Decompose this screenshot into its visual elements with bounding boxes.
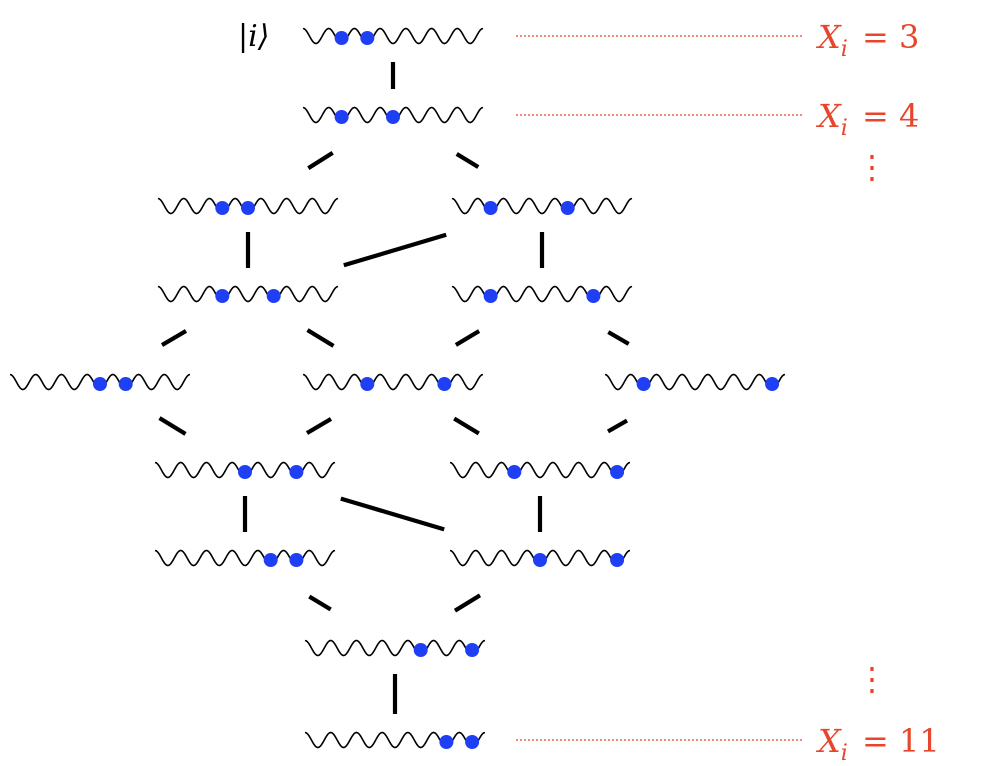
chain-s8: [302, 373, 484, 391]
chain-s11: [449, 461, 631, 479]
particle-s11-site-6: [610, 465, 625, 479]
state-s7: [9, 373, 191, 391]
particle-s2-site-1: [334, 110, 349, 124]
chain-s12: [154, 549, 336, 567]
link-s10-s13: [340, 496, 445, 532]
link-s5-s8: [306, 328, 335, 348]
state-s12: [154, 549, 336, 567]
link-s2-s4: [455, 152, 480, 169]
state-s11: [449, 461, 631, 479]
state-s4: [451, 197, 633, 215]
particle-s15-site-5: [439, 735, 454, 749]
ellipsis-0: ⋮: [856, 148, 888, 186]
particle-s10-site-5: [289, 465, 304, 479]
particle-s5-site-4: [266, 289, 281, 303]
link-s8-s10: [305, 417, 333, 435]
particle-s11-site-2: [507, 465, 522, 479]
particle-s3-site-2: [215, 201, 230, 215]
links-layer: [158, 62, 630, 714]
particle-s13-site-3: [533, 553, 547, 567]
particle-s9-site-1: [636, 377, 651, 391]
state-s1: [302, 27, 484, 45]
state-s3: [157, 197, 339, 215]
state-s13: [449, 549, 631, 567]
particle-s14-site-4: [413, 643, 428, 657]
chain-s9: [604, 373, 786, 391]
particle-s15-site-6: [465, 735, 480, 749]
link-s9-s11: [606, 418, 629, 434]
particle-s5-site-2: [215, 289, 230, 303]
particle-s12-site-5: [289, 553, 304, 567]
link-s12-s14: [308, 594, 332, 612]
particle-s1-site-1: [334, 31, 349, 45]
particle-s1-site-2: [360, 31, 375, 45]
states-layer: [9, 27, 786, 749]
particle-s4-site-1: [483, 201, 498, 215]
chain-s5: [157, 285, 339, 303]
level-label-1: Xi = 4: [815, 97, 919, 141]
particle-s4-site-4: [560, 201, 575, 215]
ellipsis-1: ⋮: [856, 660, 888, 698]
particle-s3-site-3: [241, 201, 255, 215]
state-s5: [157, 285, 339, 303]
state-s2: [302, 106, 484, 124]
particle-s6-site-5: [586, 289, 601, 303]
link-s4-s5: [343, 232, 447, 268]
particle-s8-site-2: [360, 377, 375, 391]
level-label-0: Xi = 3: [815, 18, 919, 62]
state-s15: [304, 731, 486, 749]
state-s6: [451, 285, 633, 303]
particle-s8-site-5: [437, 377, 452, 391]
link-s7-s10: [158, 416, 187, 436]
particle-s9-site-6: [765, 377, 780, 391]
state-s14: [304, 639, 486, 657]
particle-s14-site-6: [465, 643, 480, 657]
particle-s2-site-3: [386, 110, 400, 124]
annotations-layer: |i⟩ Xi = 3 Xi = 4 Xi = 11 ⋮ ⋮: [238, 18, 940, 766]
particle-s13-site-6: [610, 553, 625, 567]
state-s9: [604, 373, 786, 391]
state-s10: [154, 461, 336, 479]
link-s13-s14: [453, 593, 482, 613]
chain-s4: [451, 197, 633, 215]
chain-s15: [304, 731, 486, 749]
particle-s7-site-4: [118, 377, 133, 391]
particle-s12-site-4: [263, 553, 278, 567]
link-s6-s8: [454, 329, 481, 347]
chain-s14: [304, 639, 486, 657]
particle-s10-site-3: [238, 465, 252, 479]
state-s8: [302, 373, 484, 391]
link-s6-s9: [607, 330, 630, 346]
chain-s1: [302, 27, 484, 45]
link-s8-s11: [453, 416, 480, 436]
particle-s6-site-1: [483, 289, 498, 303]
initial-state-label: |i⟩: [238, 19, 269, 54]
particle-s7-site-3: [93, 377, 107, 391]
chain-s6: [451, 285, 633, 303]
level-label-2: Xi = 11: [815, 722, 940, 766]
link-s5-s7: [160, 329, 188, 347]
link-s2-s3: [307, 151, 334, 170]
